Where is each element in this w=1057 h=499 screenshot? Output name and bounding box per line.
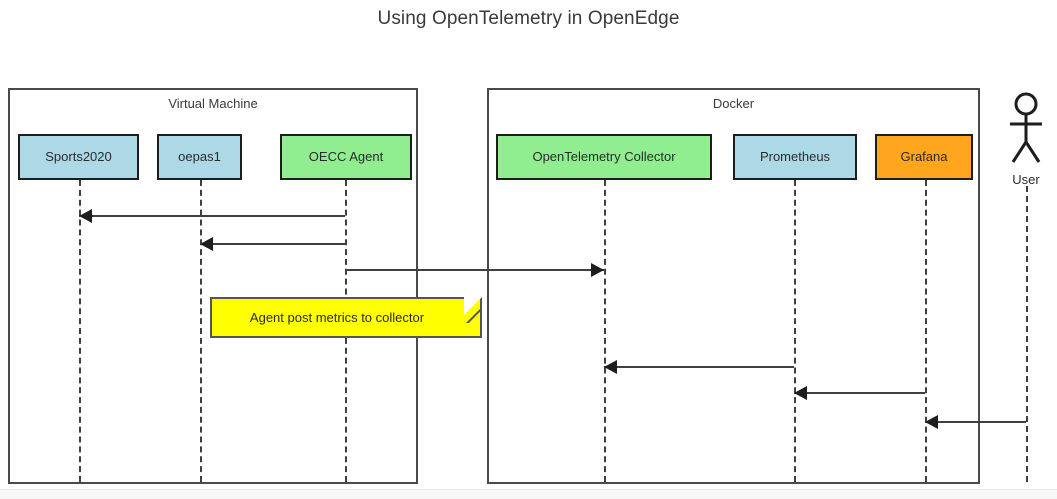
participant-label-oecc-agent: OECC Agent xyxy=(308,148,384,164)
arrowhead-prometheus-to-collector xyxy=(604,360,617,374)
participant-label-sports2020: Sports2020 xyxy=(45,148,112,164)
lifeline-user xyxy=(1026,186,1028,482)
arrowhead-agent-to-sports2020 xyxy=(79,209,92,223)
message-line-agent-to-oepas1 xyxy=(200,243,345,245)
arrowhead-agent-to-collector xyxy=(591,263,604,277)
message-line-grafana-to-prometheus xyxy=(794,392,925,394)
participant-label-grafana: Grafana xyxy=(900,148,948,164)
arrowhead-grafana-to-prometheus xyxy=(794,386,807,400)
lifeline-oepas1 xyxy=(200,180,202,482)
participant-box-prometheus[interactable]: Prometheus xyxy=(733,134,857,180)
page-title: Using OpenTelemetry in OpenEdge xyxy=(377,8,680,29)
panel-virtual-machine-title: Virtual Machine xyxy=(168,96,258,111)
note-text: Agent post metrics to collector xyxy=(249,310,425,325)
actor-user[interactable]: User xyxy=(1006,92,1046,192)
participant-label-opentelemetry-collector: OpenTelemetry Collector xyxy=(532,148,676,164)
note-agent-post-metrics: Agent post metrics to collector xyxy=(210,297,482,338)
lifeline-sports2020 xyxy=(79,180,81,482)
message-line-agent-to-collector xyxy=(345,269,604,271)
bottom-strip xyxy=(0,489,1057,499)
participant-box-oepas1[interactable]: oepas1 xyxy=(157,134,242,180)
lifeline-opentelemetry-collector xyxy=(604,180,606,482)
participant-box-opentelemetry-collector[interactable]: OpenTelemetry Collector xyxy=(496,134,712,180)
participant-box-sports2020[interactable]: Sports2020 xyxy=(18,134,139,180)
participant-label-prometheus: Prometheus xyxy=(759,148,831,164)
panel-docker-title: Docker xyxy=(712,96,755,111)
message-line-agent-to-sports2020 xyxy=(79,215,345,217)
note-fold-edge-icon xyxy=(456,297,482,323)
actor-user-label: User xyxy=(1012,172,1040,187)
participant-box-oecc-agent[interactable]: OECC Agent xyxy=(280,134,412,180)
lifeline-grafana xyxy=(925,180,927,482)
message-line-prometheus-to-collector xyxy=(604,366,794,368)
arrowhead-agent-to-oepas1 xyxy=(200,237,213,251)
participant-label-oepas1: oepas1 xyxy=(178,148,221,164)
user-stick-figure-icon xyxy=(1010,92,1042,163)
message-line-user-to-grafana xyxy=(925,421,1026,423)
participant-box-grafana[interactable]: Grafana xyxy=(875,134,973,180)
arrowhead-user-to-grafana xyxy=(925,415,938,429)
lifeline-prometheus xyxy=(794,180,796,482)
